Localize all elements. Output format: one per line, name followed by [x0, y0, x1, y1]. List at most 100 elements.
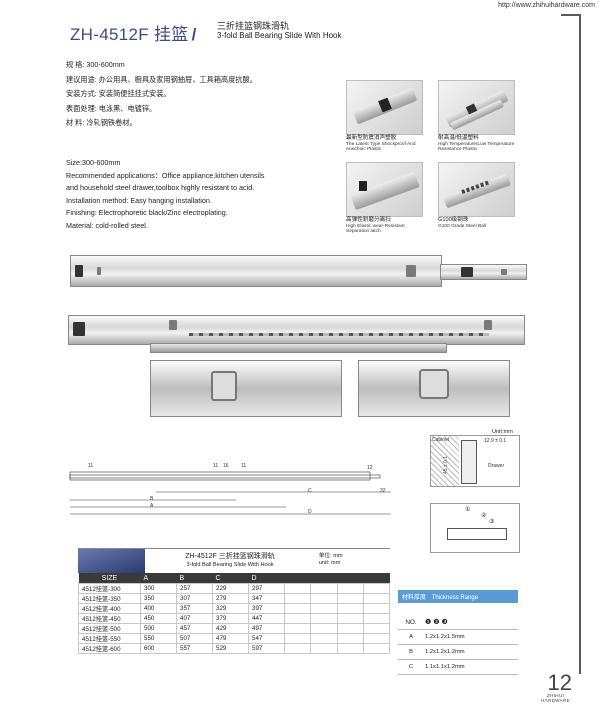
empty-cell	[283, 613, 312, 624]
detail-zoom-right	[358, 360, 510, 417]
c-cell: 379	[212, 613, 249, 624]
empty-cell	[336, 633, 364, 644]
size-cell: 4512挂篮-350	[78, 593, 141, 604]
b-cell: 507	[176, 633, 213, 644]
b-cell: 407	[176, 613, 213, 624]
detail-unit: Unit:mm	[492, 429, 513, 435]
table-unit: 单位: mm unit: mm	[315, 549, 390, 573]
table-title-cn: ZH-4512F 三折挂篮钢珠滑轨	[185, 553, 275, 560]
feature-photo-temperature	[438, 80, 515, 135]
empty-cell	[362, 603, 391, 614]
empty-cell	[310, 633, 338, 644]
empty-cell	[310, 643, 338, 654]
column-header: C	[212, 573, 249, 584]
thickness-key: C	[398, 659, 424, 675]
spec-table-block: ZH-4512F 三折挂篮钢珠滑轨 3-fold Ball Bearing Sl…	[78, 548, 391, 654]
d-cell: 497	[248, 623, 285, 634]
drawer-label: Drawer	[488, 463, 505, 469]
circle-marker: ②	[481, 513, 487, 519]
no-icons: ❶ ❷ ❸	[424, 615, 518, 630]
empty-cell	[336, 643, 364, 654]
empty-cell	[336, 593, 364, 604]
product-model: ZH-4512F 挂篮	[70, 25, 189, 44]
dim-label: A	[150, 503, 154, 509]
c-cell: 329	[212, 603, 249, 614]
table-title-en: 3-fold Ball Bearing Slide With Hook	[186, 562, 274, 568]
circle-marker: ①	[465, 507, 471, 513]
empty-cell	[362, 593, 391, 604]
spec-line: Installation method: Easy hanging instal…	[66, 195, 212, 205]
cross-section	[430, 435, 520, 487]
a-cell: 550	[140, 633, 177, 644]
spec-line: 安装方式: 安装简便挂挂式安装。	[66, 89, 171, 98]
empty-cell	[310, 623, 338, 634]
size-cell: 4512挂篮-300	[78, 583, 141, 594]
d-cell: 547	[248, 633, 285, 644]
d-cell: 297	[248, 583, 285, 594]
no-label: NO.	[398, 615, 424, 630]
slide-photo-bar	[150, 343, 447, 353]
a-cell: 500	[140, 623, 177, 634]
spec-line: Material: cold-rolled steel.	[66, 220, 148, 230]
column-header: B	[176, 573, 213, 584]
c-cell: 279	[212, 593, 249, 604]
table-logo-box	[78, 549, 146, 573]
column-header: SIZE	[78, 573, 141, 584]
empty-cell	[283, 593, 312, 604]
empty-cell	[310, 603, 338, 614]
table-header-row: SIZE A B C D	[78, 573, 390, 584]
d-cell: 347	[248, 593, 285, 604]
empty-cell	[362, 613, 391, 624]
size-cell: 4512挂篮-500	[78, 623, 141, 634]
feature-caption-plastic: 最新型防震消声塑胶 The Latest Type Shockproof And…	[346, 135, 426, 153]
feature-caption-ball: G100级钢珠 G100 Grade Steel Ball	[438, 217, 518, 229]
a-cell: 450	[140, 613, 177, 624]
empty-cell	[283, 633, 312, 644]
dim-label: 32	[380, 488, 386, 494]
page-rail-top	[561, 14, 581, 16]
c-cell: 229	[212, 583, 249, 594]
caption-cn: 最新型防震消声塑胶	[346, 135, 397, 141]
thickness-value: 1.2x1.2x1.5mm	[424, 629, 518, 645]
empty-cell	[336, 603, 364, 614]
thickness-key: B	[398, 644, 424, 660]
b-cell: 457	[176, 623, 213, 634]
spec-line: 表面处理: 电泳黑、电镀锌。	[66, 103, 157, 113]
dim-label: 16	[223, 463, 229, 469]
dim-label: 11	[241, 463, 247, 469]
empty-cell	[310, 593, 338, 604]
specs-en: Size:300-600mm Recommended applications：…	[66, 157, 264, 233]
drawing-rail-outer	[69, 471, 371, 481]
specs-cn: 规 格: 300-600mm 建议用途: 办公用具、橱具及家用钢抽屉，工具箱高度…	[66, 58, 257, 131]
product-subtitle: 三折挂篮钢珠滑轨 3-fold Ball Bearing Slide With …	[217, 21, 342, 41]
feature-photo-ball	[438, 162, 515, 217]
thickness-title-en: Thickness Range	[431, 595, 479, 601]
b-cell: 357	[176, 603, 213, 614]
caption-cn: G100级钢珠	[438, 217, 469, 223]
thickness-value: 1.1x1.1x1.2mm	[424, 659, 518, 675]
unit-en: unit: mm	[318, 560, 341, 566]
spec-line: 材 料: 冷轧钢铁卷材。	[66, 118, 137, 127]
brand-mark: ZHIHUI HARDWARE	[541, 693, 570, 703]
section-drawing: ① ② ③	[430, 503, 520, 553]
b-cell: 307	[176, 593, 213, 604]
dim-label: 11	[88, 463, 94, 469]
dim-label: C	[308, 488, 312, 494]
empty-cell	[310, 583, 338, 594]
unit-cn: 单位: mm	[318, 553, 343, 559]
page-rail	[579, 14, 581, 674]
d-cell: 447	[248, 613, 285, 624]
column-header-blank	[337, 573, 364, 584]
thickness-title-cn: 材料厚度	[402, 595, 427, 601]
dim-label: 12	[367, 465, 373, 471]
slide-photo-open	[68, 315, 525, 345]
thickness-header-row: NO. ❶ ❷ ❸	[398, 615, 518, 630]
caption-en: The Latest Type Shockproof And Anechoic …	[346, 141, 416, 153]
